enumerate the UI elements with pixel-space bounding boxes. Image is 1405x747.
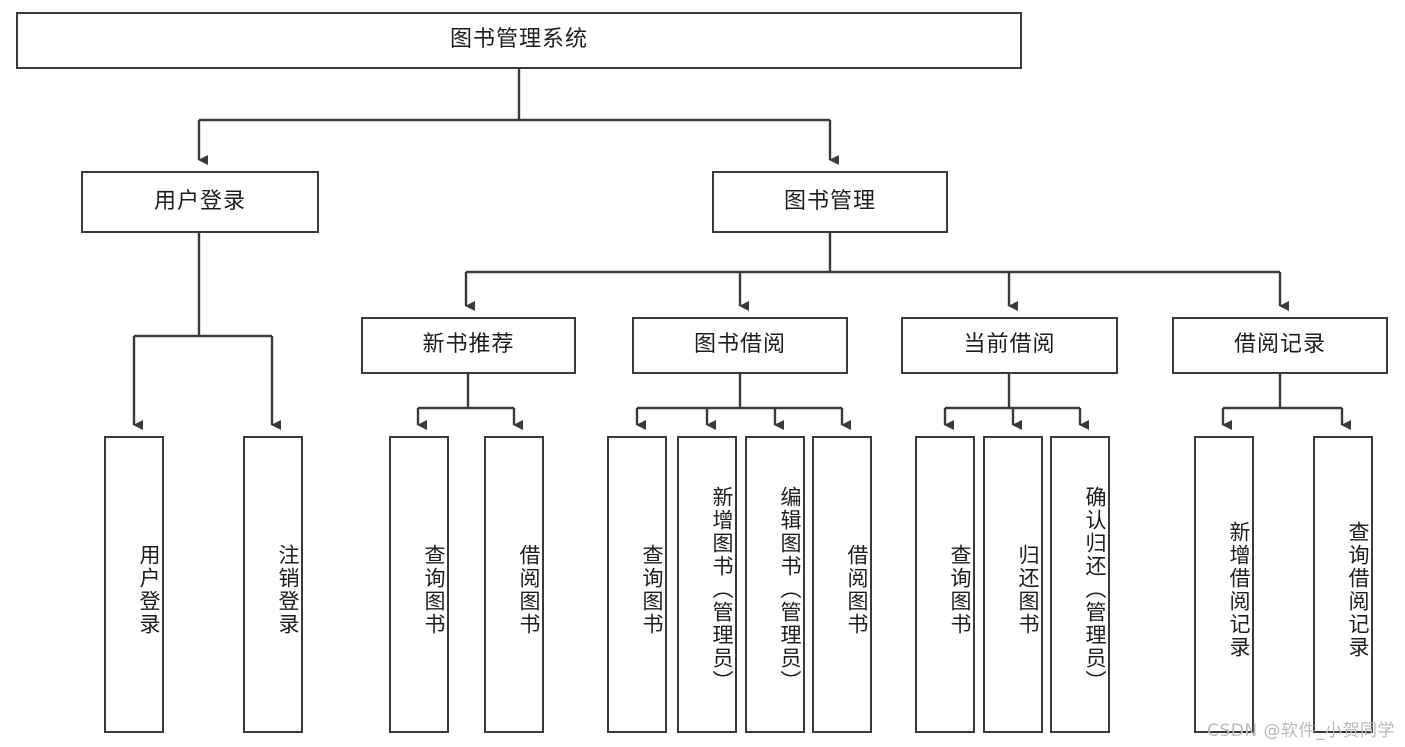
node-label: 确认归还（管理员） bbox=[1083, 486, 1107, 693]
node-label: 借阅记录 bbox=[1233, 332, 1326, 358]
leaf-add-book[interactable]: 新增图书（管理员） bbox=[677, 436, 737, 733]
node-label: 查询图书 bbox=[640, 543, 664, 636]
node-label: 注销登录 bbox=[276, 543, 300, 636]
node-book-borrow[interactable]: 图书借阅 bbox=[632, 317, 848, 374]
node-label: 查询图书 bbox=[948, 543, 972, 636]
leaf-query-borrow-record[interactable]: 查询借阅记录 bbox=[1313, 436, 1373, 733]
node-label: 图书借阅 bbox=[693, 332, 786, 358]
leaf-add-borrow-record[interactable]: 新增借阅记录 bbox=[1194, 436, 1254, 733]
csdn-watermark: CSDN @软件_小贺同学 bbox=[1207, 721, 1395, 741]
node-label: 新增图书（管理员） bbox=[710, 486, 734, 693]
leaf-borrow-book-1[interactable]: 借阅图书 bbox=[484, 436, 544, 733]
leaf-return-book[interactable]: 归还图书 bbox=[983, 436, 1043, 733]
node-label: 归还图书 bbox=[1016, 543, 1040, 636]
node-new-book-recommend[interactable]: 新书推荐 bbox=[361, 317, 576, 374]
leaf-confirm-return[interactable]: 确认归还（管理员） bbox=[1050, 436, 1110, 733]
node-label: 借阅图书 bbox=[845, 543, 869, 636]
leaf-borrow-book-2[interactable]: 借阅图书 bbox=[812, 436, 872, 733]
node-label: 图书管理 bbox=[783, 188, 876, 214]
leaf-query-book-1[interactable]: 查询图书 bbox=[389, 436, 449, 733]
node-user-login[interactable]: 用户登录 bbox=[81, 171, 319, 233]
node-book-management[interactable]: 图书管理 bbox=[712, 171, 948, 233]
node-label: 查询借阅记录 bbox=[1346, 520, 1370, 659]
node-label: 新书推荐 bbox=[422, 332, 515, 358]
leaf-query-book-2[interactable]: 查询图书 bbox=[607, 436, 667, 733]
leaf-edit-book[interactable]: 编辑图书（管理员） bbox=[745, 436, 805, 733]
node-label: 图书管理系统 bbox=[449, 27, 588, 53]
leaf-query-book-3[interactable]: 查询图书 bbox=[915, 436, 975, 733]
node-root-library-system[interactable]: 图书管理系统 bbox=[16, 12, 1022, 69]
node-label: 编辑图书（管理员） bbox=[778, 486, 802, 693]
node-label: 用户登录 bbox=[137, 543, 161, 636]
leaf-logout-login[interactable]: 注销登录 bbox=[243, 436, 303, 733]
leaf-user-login[interactable]: 用户登录 bbox=[104, 436, 164, 733]
node-label: 当前借阅 bbox=[963, 332, 1056, 358]
node-borrow-record[interactable]: 借阅记录 bbox=[1172, 317, 1388, 374]
node-label: 查询图书 bbox=[422, 543, 446, 636]
node-label: 用户登录 bbox=[153, 188, 246, 214]
node-current-borrow[interactable]: 当前借阅 bbox=[901, 317, 1118, 374]
node-label: 新增借阅记录 bbox=[1227, 520, 1251, 659]
node-label: 借阅图书 bbox=[517, 543, 541, 636]
